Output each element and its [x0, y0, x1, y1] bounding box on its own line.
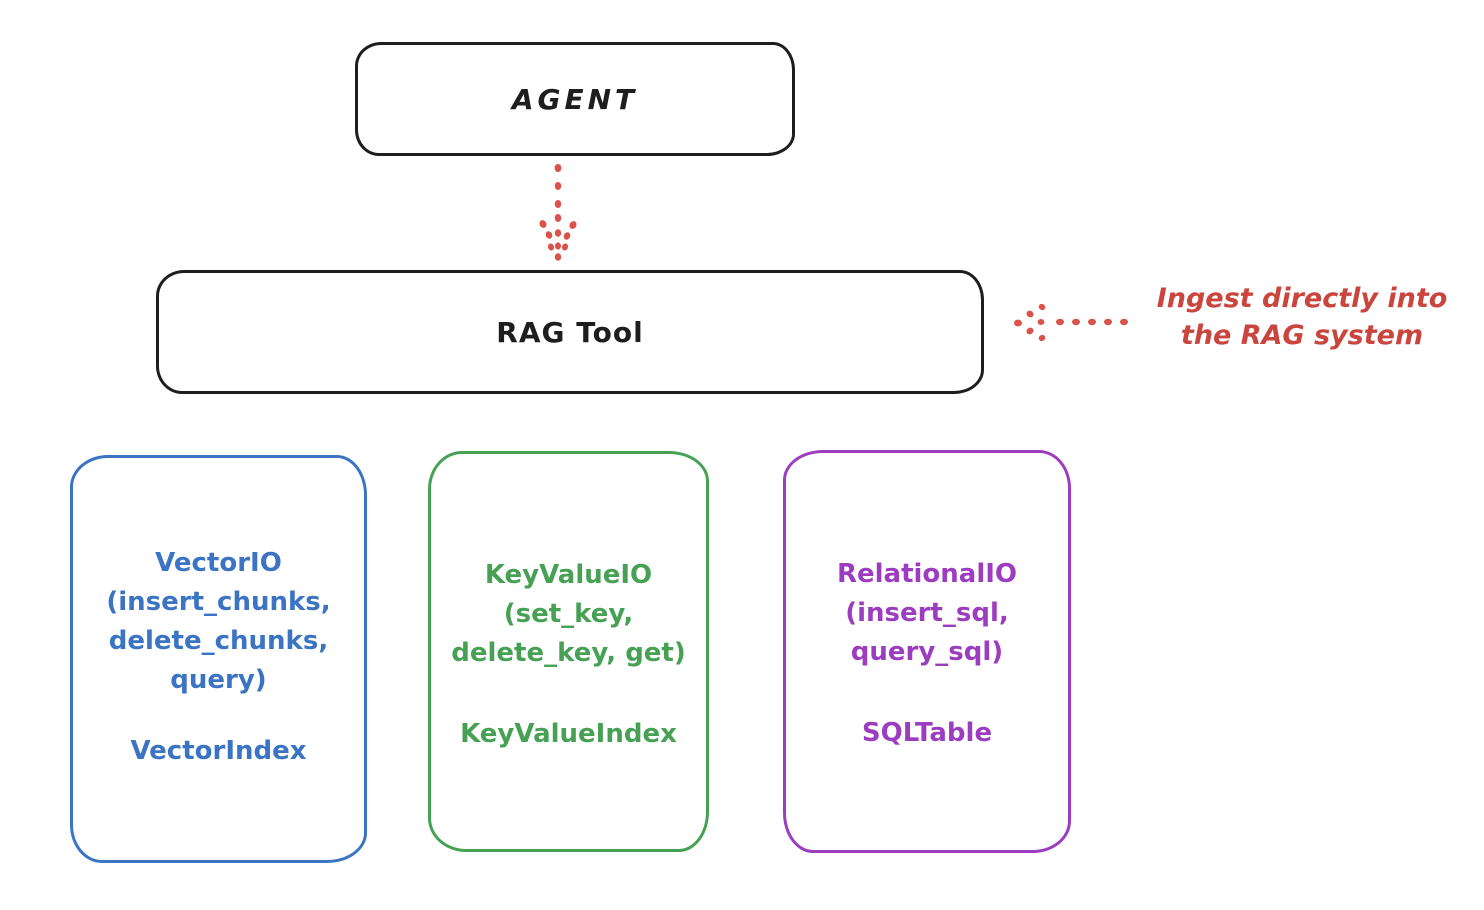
- ingest-annotation-line1: Ingest directly into: [1156, 283, 1448, 314]
- relationalio-text: RelationalIO (insert_sql, query_sql): [786, 555, 1068, 672]
- rag-tool-box: RAG Tool: [156, 270, 984, 394]
- vectorio-methods-line: (insert_chunks,: [106, 587, 331, 617]
- agent-label: AGENT: [511, 82, 639, 116]
- keyvalueio-methods-line: (set_key,: [503, 599, 634, 629]
- vectorio-title: VectorIO: [155, 548, 282, 578]
- relationalio-title: RelationalIO: [836, 559, 1018, 589]
- vectorio-box: VectorIO (insert_chunks, delete_chunks, …: [70, 455, 367, 863]
- dotted-arrow-left-icon: [1014, 303, 1128, 342]
- ingest-annotation: Ingest directly into the RAG system: [1130, 280, 1474, 354]
- rag-tool-label: RAG Tool: [496, 315, 644, 349]
- vectorio-methods-line: query): [170, 665, 267, 695]
- relationalio-methods-line: query_sql): [850, 637, 1004, 667]
- agent-box: AGENT: [355, 42, 795, 156]
- ingest-annotation-line2: the RAG system: [1180, 320, 1424, 351]
- keyvalueio-index-label: KeyValueIndex: [460, 719, 677, 749]
- keyvalueio-title: KeyValueIO: [484, 560, 653, 590]
- vectorio-methods-line: delete_chunks,: [108, 626, 329, 656]
- keyvalueio-methods-line: delete_key, get): [451, 638, 686, 668]
- vectorio-text: VectorIO (insert_chunks, delete_chunks, …: [73, 544, 364, 700]
- keyvalueio-text: KeyValueIO (set_key, delete_key, get): [431, 556, 706, 673]
- dotted-arrow-down-icon: [539, 164, 577, 261]
- vectorio-index-label: VectorIndex: [130, 736, 307, 766]
- relationalio-box: RelationalIO (insert_sql, query_sql) SQL…: [783, 450, 1071, 853]
- keyvalueio-box: KeyValueIO (set_key, delete_key, get) Ke…: [428, 451, 709, 852]
- relationalio-methods-line: (insert_sql,: [845, 598, 1009, 628]
- relationalio-index-label: SQLTable: [861, 718, 993, 748]
